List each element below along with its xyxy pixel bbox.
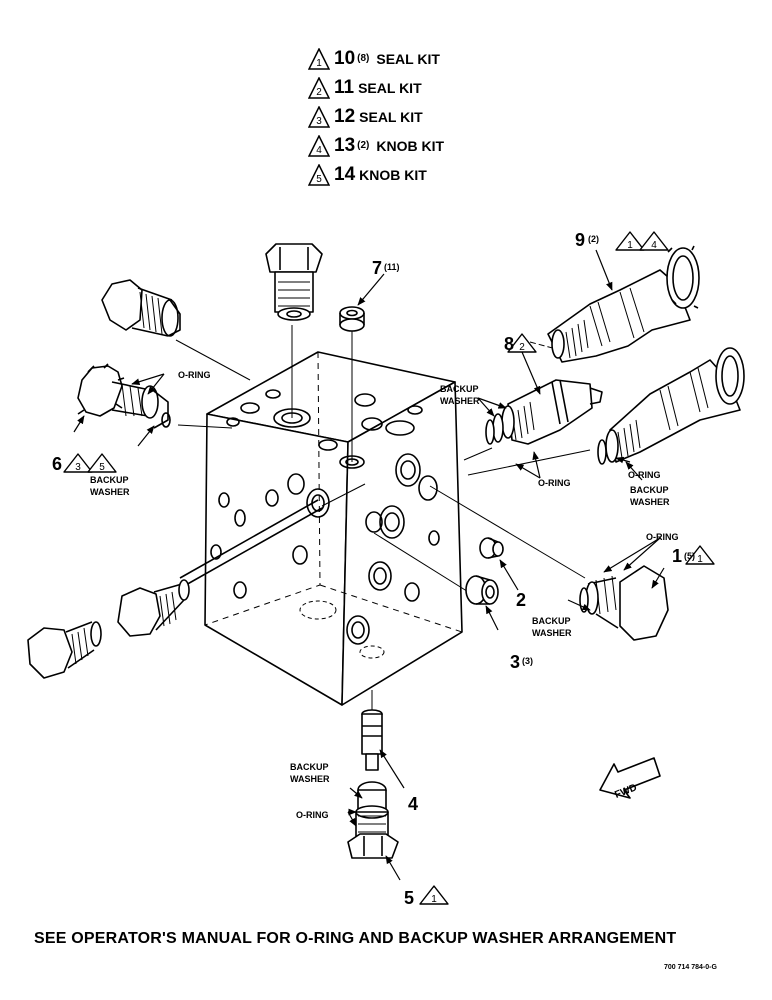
callout-9: 9 [575,230,585,250]
svg-text:5: 5 [316,174,322,185]
callout-5: 5 [404,888,414,908]
svg-text:5: 5 [99,462,105,473]
kit-legend: 1 10 (8) SEAL KIT 2 11 SEAL KIT 3 12 SEA… [308,44,444,189]
svg-text:3: 3 [75,462,81,473]
washer-label: WASHER [532,628,572,638]
callout-2: 2 [516,590,526,610]
backup-label: BACKUP [290,762,329,772]
valve-block-exploded-diagram: 1 4 2 3 5 1 1 7 (11) 9 (2) 8 6 1 (5) 2 3… [27,230,745,908]
triangle-marker-icon: 5 [308,163,330,186]
svg-text:4: 4 [316,145,322,156]
part-callouts: 7 (11) 9 (2) 8 6 1 (5) 2 3 (3) 4 5 [52,230,695,908]
callout-3: 3 [510,652,520,672]
plug-3 [465,575,499,605]
small-plug-7 [339,306,365,332]
legend-row-knob-kit-13: 4 13 (2) KNOB KIT [308,131,444,160]
legend-item-number: 12 [334,105,356,127]
drawing-number: 700 714 784-0-G [664,964,717,971]
triangle-marker-icon: 1 [308,47,330,70]
callout-7-qty: (11) [384,262,400,272]
backup-label: BACKUP [532,616,571,626]
top-hex-plug [265,243,323,321]
callout-3-qty: (3) [522,656,533,666]
svg-text:1: 1 [431,894,437,905]
legend-item-qty: (8) [357,53,370,64]
svg-text:1: 1 [316,58,322,69]
legend-kit-name: SEAL KIT [359,108,423,125]
svg-text:2: 2 [519,342,525,353]
plug-2 [479,537,504,559]
triangle-marker-icon: 2 [308,76,330,99]
valve-block [204,351,463,706]
triangle-marker-icon: 3 [308,105,330,128]
callout-9-qty: (2) [588,234,599,244]
washer-label: WASHER [90,487,130,497]
knob-cartridge-6 [77,363,171,429]
hex-plug-5 [347,781,399,859]
o-ring-label: O-RING [538,478,571,488]
svg-text:3: 3 [316,116,322,127]
legend-kit-name: KNOB KIT [359,166,427,183]
callout-6: 6 [52,454,62,474]
backup-label: BACKUP [90,475,129,485]
svg-text:4: 4 [651,240,657,251]
callout-1: 1 [672,546,682,566]
assembly-center-lines [175,325,591,712]
washer-label: WASHER [440,396,480,406]
footer-note: SEE OPERATOR'S MANUAL FOR O-RING AND BAC… [34,930,677,947]
o-ring-label: O-RING [628,470,661,480]
legend-kit-name: KNOB KIT [376,137,445,154]
washer-label: WASHER [630,497,670,507]
legend-row-seal-kit-11: 2 11 SEAL KIT [308,73,444,102]
legend-row-seal-kit-12: 3 12 SEAL KIT [308,102,444,131]
callout-1-qty: (5) [684,551,695,561]
legend-item-number: 14 [334,163,356,185]
washer-label: WASHER [290,774,330,784]
legend-kit-name: SEAL KIT [376,50,440,67]
o-ring-label: O-RING [646,532,679,542]
legend-row-knob-kit-14: 5 14 KNOB KIT [308,160,444,189]
legend-item-number: 13 [334,134,356,156]
callout-7: 7 [372,258,382,278]
legend-row-seal-kit-10: 1 10 (8) SEAL KIT [308,44,444,73]
hex-plug-1 [579,565,669,641]
legend-item-number: 10 [334,47,356,69]
o-ring-label: O-RING [178,370,211,380]
legend-item-qty: (2) [357,140,370,151]
cartridge-lower-left-inner [117,579,190,637]
cartridge-rod [179,483,366,587]
callout-8: 8 [504,334,514,354]
callout-triangle-markers [63,231,715,905]
knob-cartridge-right [597,347,745,465]
cartridge-upper-left [101,279,181,337]
svg-text:1: 1 [697,554,703,565]
cartridge-lower-left-outer [27,621,102,679]
o-ring-label: O-RING [296,810,329,820]
triangle-digits: 1 4 2 3 5 1 1 [75,240,703,905]
callout-4: 4 [408,794,418,814]
triangle-marker-icon: 4 [308,134,330,157]
leader-lines [73,249,665,881]
stem-4 [361,709,383,771]
legend-kit-name: SEAL KIT [358,79,422,96]
knob-cartridge-9 [547,245,700,363]
forward-arrow-icon [599,757,661,799]
svg-text:1: 1 [627,240,633,251]
backup-label: BACKUP [630,485,669,495]
backup-label: BACKUP [440,384,479,394]
legend-item-number: 11 [334,76,355,98]
svg-text:2: 2 [316,87,322,98]
cartridge-8 [485,379,603,445]
annotation-labels: O-RING BACKUP WASHER BACKUP WASHER O-RIN… [90,370,679,820]
